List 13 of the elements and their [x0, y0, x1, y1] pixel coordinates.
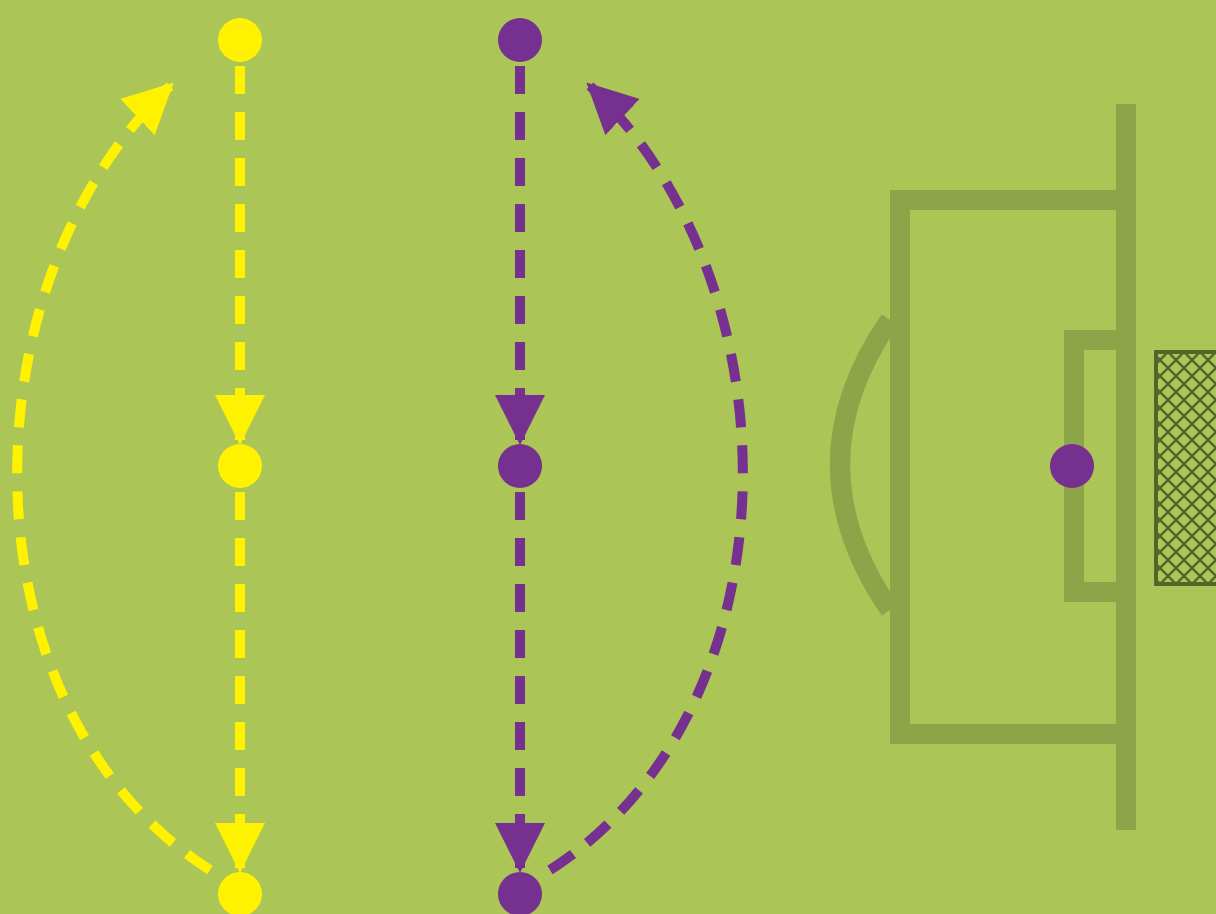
- player-marker: [1050, 444, 1094, 488]
- arrow: [495, 492, 545, 873]
- arrow: [215, 66, 265, 445]
- arrow: [495, 66, 545, 445]
- arrow: [546, 82, 748, 874]
- player-marker: [498, 444, 542, 488]
- player-marker: [218, 872, 262, 914]
- arrow: [215, 492, 265, 873]
- player-marker: [218, 444, 262, 488]
- player-marker: [498, 18, 542, 62]
- player-marker: [218, 18, 262, 62]
- player-marker: [498, 872, 542, 914]
- arrow: [12, 82, 214, 874]
